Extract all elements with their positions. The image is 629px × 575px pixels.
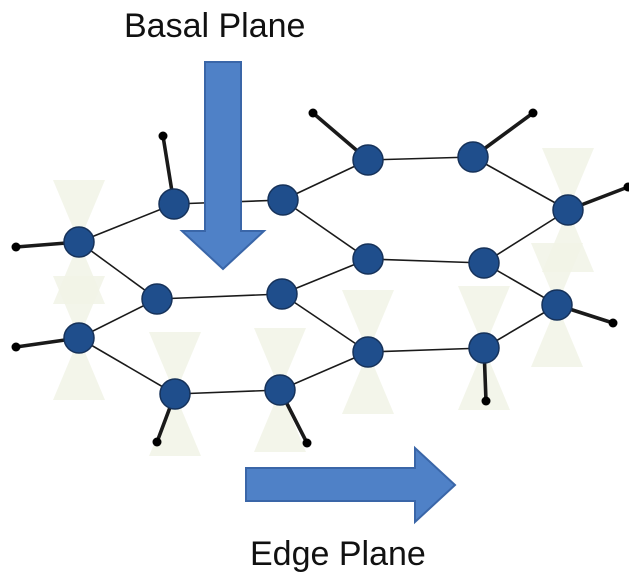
edge-terminal-dot — [528, 108, 538, 118]
carbon-atom — [267, 184, 299, 216]
carbon-atom — [468, 247, 500, 279]
p-orbital-lobe — [542, 148, 594, 272]
edge-terminal-dot — [11, 242, 21, 252]
carbon-atom — [352, 144, 384, 176]
ring-bond — [156, 293, 283, 300]
carbon-atom — [158, 188, 190, 220]
ring-bond — [78, 337, 176, 395]
edge-terminal-dot — [608, 318, 618, 328]
p-orbital-lobe — [531, 243, 583, 367]
carbon-atom — [552, 194, 584, 226]
ring-bond — [78, 203, 175, 243]
edge-terminal-dot — [158, 131, 168, 141]
carbon-atom — [541, 289, 573, 321]
ring-bond — [174, 389, 281, 395]
edge-plane-arrow — [245, 445, 457, 525]
carbon-atom — [457, 141, 489, 173]
carbon-atom — [63, 322, 95, 354]
edge-terminal-dot — [481, 396, 491, 406]
p-orbital-lobe — [254, 328, 306, 452]
carbon-atom — [141, 283, 173, 315]
ring-bond — [472, 156, 569, 211]
ring-bond — [367, 258, 485, 264]
edge-terminal-dot — [11, 342, 21, 352]
basal-plane-label: Basal Plane — [124, 7, 306, 45]
p-orbital-lobe — [53, 276, 105, 400]
carbon-atom — [159, 378, 191, 410]
ring-bond — [281, 293, 369, 353]
ring-bond — [282, 199, 369, 260]
p-orbital-lobe — [458, 286, 510, 410]
carbon-atom — [264, 374, 296, 406]
carbon-atom — [266, 278, 298, 310]
edge-terminal-dot — [623, 182, 629, 192]
edge-terminal-dot — [152, 437, 162, 447]
edge-terminal-dot — [308, 108, 318, 118]
p-orbital-lobe — [342, 290, 394, 414]
ring-bond — [367, 156, 474, 161]
ring-bond — [483, 209, 569, 264]
ring-bond — [279, 351, 369, 391]
carbon-atom — [352, 336, 384, 368]
carbon-atom — [468, 332, 500, 364]
ring-bond — [78, 241, 158, 300]
carbon-atom — [352, 243, 384, 275]
arrows — [179, 61, 267, 271]
edge-plane-label: Edge Plane — [250, 535, 426, 573]
edge-terminal-dot — [302, 438, 312, 448]
ring-bond — [367, 347, 485, 353]
basal-plane-arrow — [179, 61, 267, 271]
carbon-atom — [63, 226, 95, 258]
p-orbitals — [53, 148, 594, 456]
atoms — [63, 141, 584, 410]
p-orbital-lobe — [53, 180, 105, 304]
